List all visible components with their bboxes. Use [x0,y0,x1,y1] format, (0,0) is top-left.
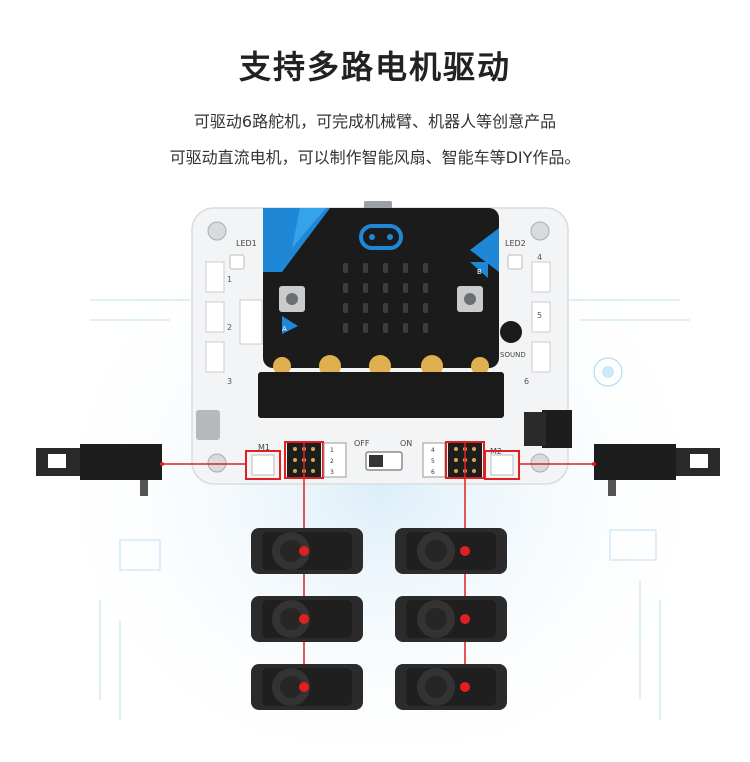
port-label-2: 2 [227,323,232,332]
microbit-board [258,208,504,418]
servo-header-left [284,441,347,479]
dc-motor-left [36,444,162,496]
button-b-label: B [477,268,482,276]
port-label-6: 6 [524,377,529,386]
m1-connector [251,454,275,476]
led1 [229,254,245,270]
port-label-3: 3 [227,377,232,386]
led2 [507,254,523,270]
port-label-4: 4 [537,253,542,262]
port-label-1: 1 [227,275,232,284]
servo-right-3 [395,664,507,710]
servo-right-1 [395,528,507,574]
circuit-decoration [90,299,690,720]
description-line-1: 可驱动6路舵机，可完成机械臂、机器人等创意产品 [193,112,557,131]
connection-dots [160,462,596,692]
servo-right-2 [395,596,507,642]
sound-label: SOUND [500,351,526,359]
m1-highlight [245,450,281,480]
port-label-5: 5 [537,311,542,320]
led1-label: LED1 [236,239,257,248]
servo-pin-label-6: 6 [431,469,435,476]
servo-pin-label-1: 1 [330,447,334,454]
servo-pin-label-2: 2 [330,458,334,465]
servo-pin-label-5: 5 [431,458,435,465]
dc-motor-right [594,444,720,496]
servo-header-right [422,441,485,479]
buzzer [500,321,522,343]
servo-pin-label-3: 3 [330,469,334,476]
connection-lines [162,463,594,686]
m2-connector [490,454,514,476]
description-line-2: 可驱动直流电机，可以制作智能风扇、智能车等DIY作品。 [169,148,581,167]
page-title: 支持多路电机驱动 [238,48,511,86]
servo-pin-label-4: 4 [431,447,435,454]
m1-label: M1 [258,443,270,452]
button-a-label: A [282,325,287,333]
switch-off-label: OFF [354,439,370,448]
switch-knob[interactable] [369,455,383,467]
led2-label: LED2 [505,239,526,248]
switch-on-label: ON [400,439,412,448]
